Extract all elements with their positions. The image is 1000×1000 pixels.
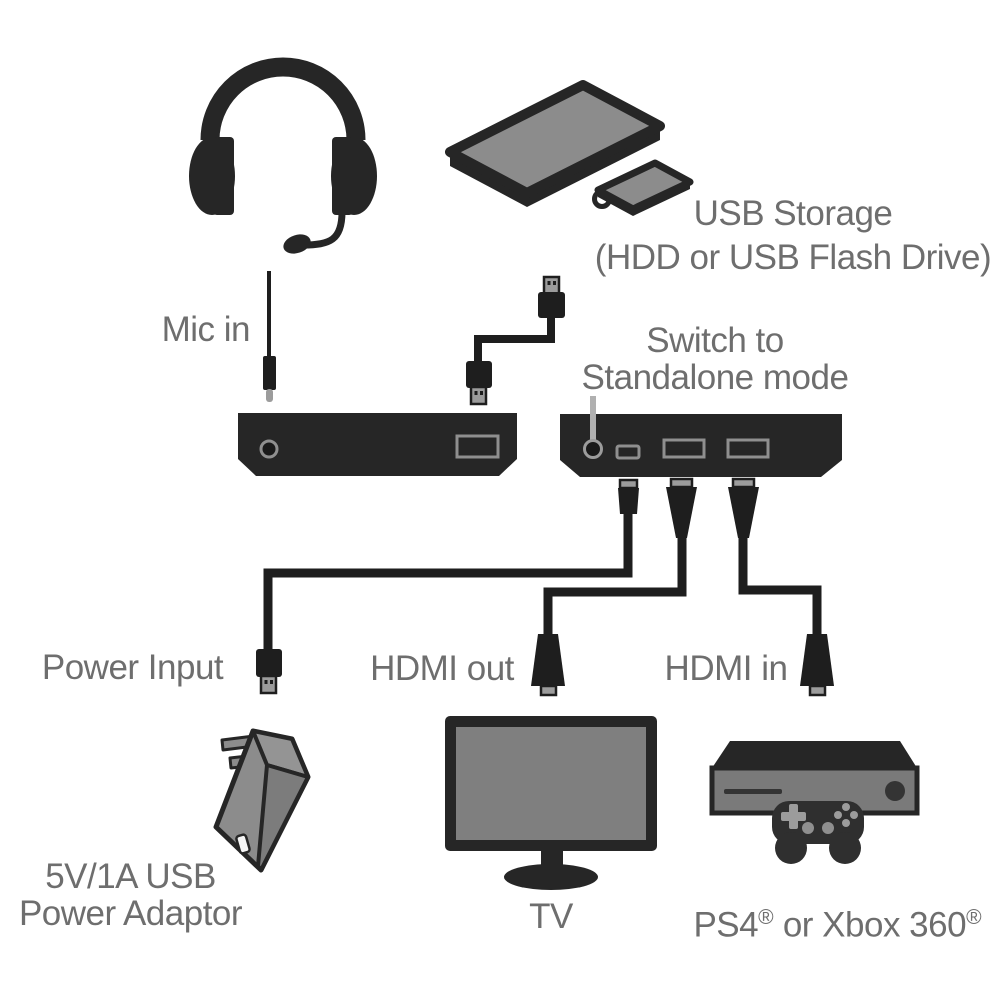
power-input-label: Power Input (41, 648, 224, 687)
usb-power-plug-icon (256, 649, 282, 695)
usb-storage-label-line2: (HDD or USB Flash Drive) (594, 238, 992, 277)
usb-port (455, 434, 500, 459)
gamepad-icon (772, 801, 864, 864)
hdmi-plug-icon (800, 634, 834, 697)
standalone-pointer (583, 396, 603, 459)
registered-mark: ® (966, 906, 982, 929)
tv-label: TV (529, 897, 573, 936)
console-label: PS4® or Xbox 360® (665, 899, 1000, 945)
headset-icon (189, 57, 377, 254)
capture-box-front-icon (238, 413, 517, 476)
hdmi-out-port (662, 438, 706, 459)
usb-cable-icon (466, 275, 565, 406)
micro-usb-plug-icon (618, 478, 639, 514)
mic-jack-port (259, 439, 279, 459)
usb-storage-label: USB Storage (HDD or USB Flash Drive) (586, 192, 1000, 280)
hdmi-plug-icon (728, 477, 759, 538)
hdmi-out-cable (531, 477, 697, 697)
usb-output-hole (235, 833, 251, 855)
capture-box-rear-icon (560, 414, 842, 477)
power-cable (256, 478, 639, 695)
hdmi-plug-icon (666, 477, 697, 538)
standalone-label-line1: Switch to (646, 321, 784, 360)
power-adaptor-label-line2: Power Adaptor (18, 894, 243, 933)
mic-cable-plug-icon (263, 271, 276, 402)
micro-usb-port (615, 444, 641, 460)
registered-mark: ® (758, 906, 774, 929)
standalone-label: Switch to Standalone mode (565, 322, 865, 396)
mic-in-label: Mic in (161, 310, 251, 349)
standalone-label-line2: Standalone mode (581, 358, 849, 397)
hdmi-in-label: HDMI in (664, 649, 788, 688)
power-adaptor-icon (213, 728, 311, 873)
dpad-icon (789, 804, 798, 829)
power-adaptor-label-line1: 5V/1A USB (45, 857, 216, 896)
console-label-part1: PS4 (693, 905, 759, 945)
power-adaptor-label: 5V/1A USB Power Adaptor (8, 858, 253, 932)
hdmi-in-cable (728, 477, 834, 697)
standalone-switch (583, 439, 603, 459)
hdmi-in-port (726, 438, 770, 459)
hdd-icon (445, 80, 665, 207)
hdmi-plug-icon (531, 634, 565, 697)
console-label-part2: or Xbox 360 (773, 905, 967, 945)
usb-flash-drive-icon (592, 159, 694, 216)
hdmi-out-label: HDMI out (370, 649, 514, 688)
tv-icon (445, 716, 657, 890)
usb-storage-label-line1: USB Storage (693, 194, 893, 233)
